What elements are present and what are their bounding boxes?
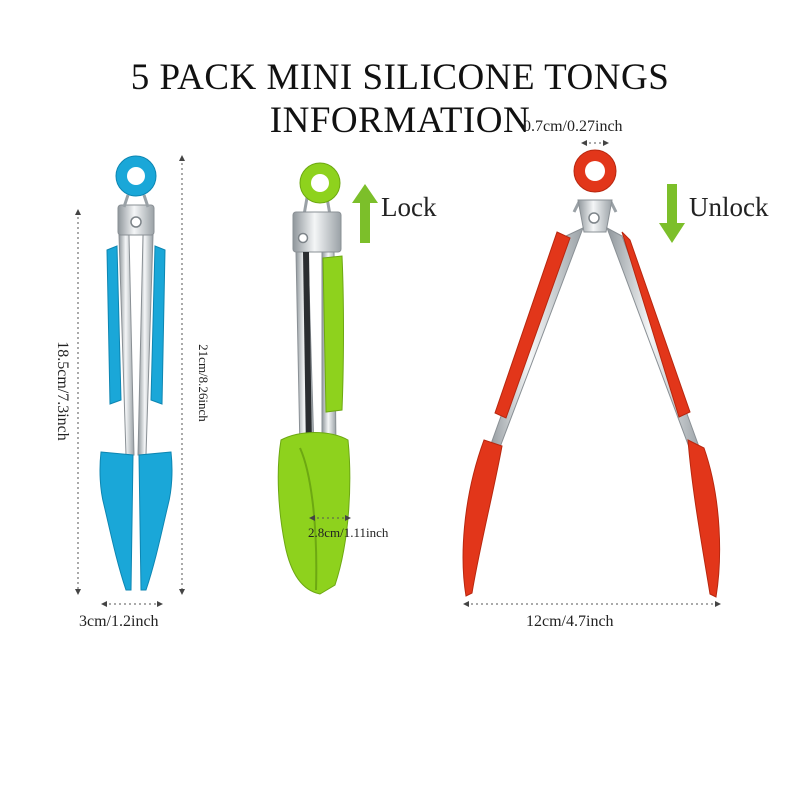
red-tong	[462, 149, 721, 598]
unlock-label: Unlock	[689, 192, 769, 222]
blue-tong-silicone	[99, 155, 173, 591]
blue-tong	[99, 155, 173, 591]
red-tong-silicone	[462, 149, 721, 598]
lock-label: Lock	[381, 192, 437, 222]
green-width-label: 2.8cm/1.11inch	[308, 525, 389, 540]
blue-total-length-label: 21cm/8.26inch	[196, 344, 211, 422]
pivot-rivet-icon	[297, 232, 309, 244]
green-tong	[277, 162, 351, 595]
pivot-rivet-icon	[130, 216, 142, 228]
red-width-label: 12cm/4.7inch	[526, 613, 614, 630]
dimension-lines	[75, 140, 721, 607]
up-arrow-icon	[352, 184, 378, 243]
down-arrow-icon	[659, 184, 685, 243]
blue-width-label: 3cm/1.2inch	[79, 613, 159, 630]
red-ring-size-label: 0.7cm/0.27inch	[523, 118, 623, 135]
pivot-rivet-icon	[588, 212, 600, 224]
blue-length-label: 18.5cm/7.3inch	[54, 341, 71, 441]
blue-tong-steel	[117, 194, 155, 456]
page-title: 5 PACK MINI SILICONE TONGS INFORMATION	[130, 57, 670, 141]
